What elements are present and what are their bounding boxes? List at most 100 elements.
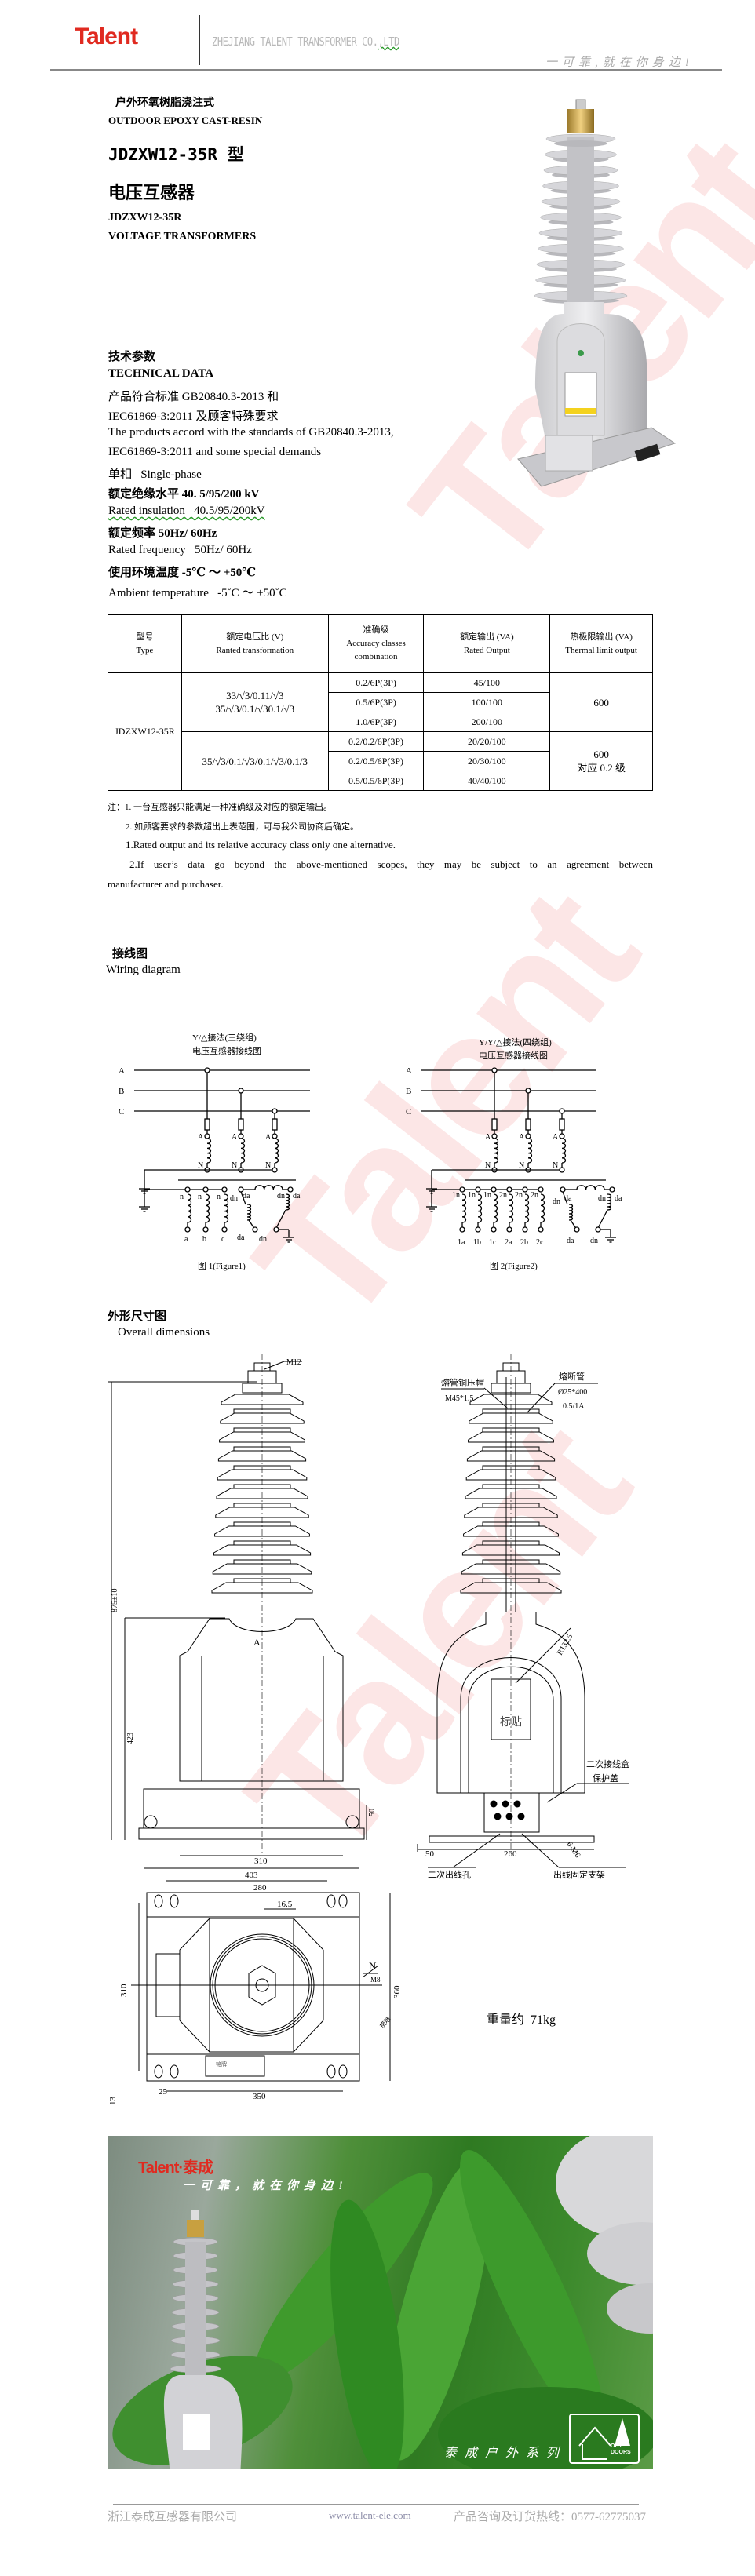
svg-text:2b: 2b bbox=[520, 1238, 528, 1247]
tech-line: IEC61869-3:2011 and some special demands bbox=[108, 446, 322, 458]
insulator-shed bbox=[220, 1412, 305, 1424]
svg-text:M12: M12 bbox=[286, 1358, 301, 1367]
type-en: OUTDOOR EPOXY CAST-RESIN bbox=[108, 115, 263, 126]
base-outline bbox=[146, 1892, 360, 2082]
terminal bbox=[559, 1167, 565, 1173]
model-en: JDZXW12-35R bbox=[108, 212, 182, 224]
leaves-illustration bbox=[112, 2136, 653, 2469]
label-plate bbox=[491, 1678, 531, 1740]
svg-text:b: b bbox=[202, 1235, 206, 1244]
note-en-2-cont: manufacturer and purchaser. bbox=[108, 878, 224, 890]
mount-slot bbox=[326, 2064, 336, 2079]
svg-text:n: n bbox=[217, 1193, 221, 1201]
terminal bbox=[491, 1226, 497, 1233]
company-suffix: ,LTD bbox=[378, 35, 400, 49]
tech-line: 使用环境温度 -5℃ ～ +50℃ bbox=[108, 567, 257, 579]
winding-coil bbox=[187, 1193, 192, 1223]
svg-text:Ø25*400: Ø25*400 bbox=[558, 1388, 587, 1397]
terminal bbox=[202, 1186, 209, 1193]
wiring-heading-en: Wiring diagram bbox=[106, 964, 181, 976]
svg-text:A: A bbox=[232, 1133, 238, 1142]
hex-nut bbox=[248, 1965, 276, 2006]
terminal bbox=[522, 1226, 528, 1233]
nut bbox=[242, 1383, 283, 1394]
svg-text:1c: 1c bbox=[489, 1238, 497, 1247]
svg-text:50: 50 bbox=[368, 1809, 377, 1816]
svg-text:da: da bbox=[293, 1192, 301, 1201]
svg-text:13: 13 bbox=[108, 2097, 118, 2106]
insulator-shed bbox=[213, 1544, 312, 1556]
insulator-shed bbox=[219, 1431, 305, 1443]
terminal bbox=[238, 1133, 244, 1139]
insulator-shed bbox=[215, 1507, 309, 1518]
terminal bbox=[506, 1226, 512, 1233]
note-cn-2: 2. 如顾客要求的参数超出上表范围，可与我公司协商后确定。 bbox=[126, 822, 359, 832]
footer-website-link[interactable]: www.talent-ele.com bbox=[329, 2509, 411, 2521]
svg-text:dn: dn bbox=[590, 1237, 598, 1245]
svg-text:403: 403 bbox=[245, 1871, 258, 1880]
svg-text:dn: dn bbox=[259, 1235, 267, 1244]
terminal bbox=[522, 1186, 528, 1193]
dimensions-heading-en: Overall dimensions bbox=[118, 1326, 210, 1339]
terminal bbox=[491, 1133, 498, 1139]
outdoor-badge bbox=[569, 2414, 640, 2464]
svg-text:260: 260 bbox=[504, 1849, 517, 1859]
body-edge bbox=[201, 1656, 324, 1781]
winding-coil bbox=[540, 1193, 545, 1223]
svg-text:N: N bbox=[232, 1161, 237, 1170]
terminal bbox=[221, 1186, 228, 1193]
note-cn-1: 注：1. 一台互感器只能满足一种准确级及对应的额定输出。 bbox=[108, 803, 332, 812]
terminal bbox=[184, 1186, 191, 1193]
table-row: 0.2/0.5/6P(3P) 20/30/100 bbox=[108, 751, 653, 771]
svg-text:350: 350 bbox=[253, 2092, 266, 2101]
svg-text:N: N bbox=[485, 1161, 491, 1170]
svg-text:2c: 2c bbox=[536, 1238, 544, 1247]
fig1-caption: 图 1(Figure1) bbox=[198, 1261, 246, 1271]
terminal bbox=[491, 1067, 498, 1073]
product-name-en: VOLTAGE TRANSFORMERS bbox=[108, 231, 257, 242]
cell-output: 100/100 bbox=[423, 692, 551, 712]
terminal bbox=[538, 1186, 544, 1193]
terminal-screw bbox=[513, 1800, 521, 1808]
leader bbox=[527, 1383, 556, 1413]
lifting-eye bbox=[345, 1815, 359, 1829]
side-box bbox=[155, 1953, 181, 2017]
mount-slot bbox=[338, 2064, 348, 2079]
dimension-drawing: M12 875±10 423 50 A M45*1.5 Ø25*400 0.5/… bbox=[108, 1354, 629, 2106]
svg-text:熔断管: 熔断管 bbox=[559, 1371, 585, 1382]
svg-text:A: A bbox=[553, 1133, 559, 1142]
insulator-shed bbox=[464, 1507, 558, 1518]
leader bbox=[521, 1833, 560, 1868]
bus-label: A bbox=[119, 1066, 125, 1076]
svg-text:标贴: 标贴 bbox=[500, 1716, 522, 1729]
dimensions-heading-cn: 外形尺寸图 bbox=[108, 1310, 167, 1323]
winding-coil bbox=[568, 1204, 574, 1221]
svg-text:A: A bbox=[198, 1133, 204, 1142]
footer-hotline: 产品咨询及订货热线：0577-62775037 bbox=[454, 2511, 646, 2523]
winding-coil bbox=[524, 1193, 530, 1223]
terminal bbox=[559, 1133, 565, 1139]
terminal bbox=[459, 1226, 465, 1233]
svg-text:N: N bbox=[519, 1161, 524, 1170]
svg-text:二次接线盒: 二次接线盒 bbox=[586, 1758, 629, 1769]
wire bbox=[240, 1191, 246, 1205]
svg-text:A: A bbox=[519, 1133, 525, 1142]
terminal-screw bbox=[517, 1813, 525, 1820]
svg-text:2a: 2a bbox=[505, 1238, 512, 1247]
winding-coil bbox=[254, 1185, 283, 1190]
svg-text:423: 423 bbox=[126, 1733, 135, 1744]
table-row: 0.5/6P(3P) 100/100 bbox=[108, 692, 653, 712]
winding-coil bbox=[576, 1185, 605, 1190]
winding-coil bbox=[285, 1193, 290, 1211]
svg-text:da: da bbox=[243, 1192, 250, 1201]
insulator-shed bbox=[461, 1544, 560, 1556]
svg-text:出线固定支架: 出线固定支架 bbox=[553, 1869, 605, 1880]
svg-text:N: N bbox=[265, 1161, 271, 1170]
svg-text:R132.5: R132.5 bbox=[556, 1633, 574, 1657]
insulator-shed bbox=[217, 1450, 307, 1462]
svg-text:6-M6: 6-M6 bbox=[565, 1840, 582, 1860]
